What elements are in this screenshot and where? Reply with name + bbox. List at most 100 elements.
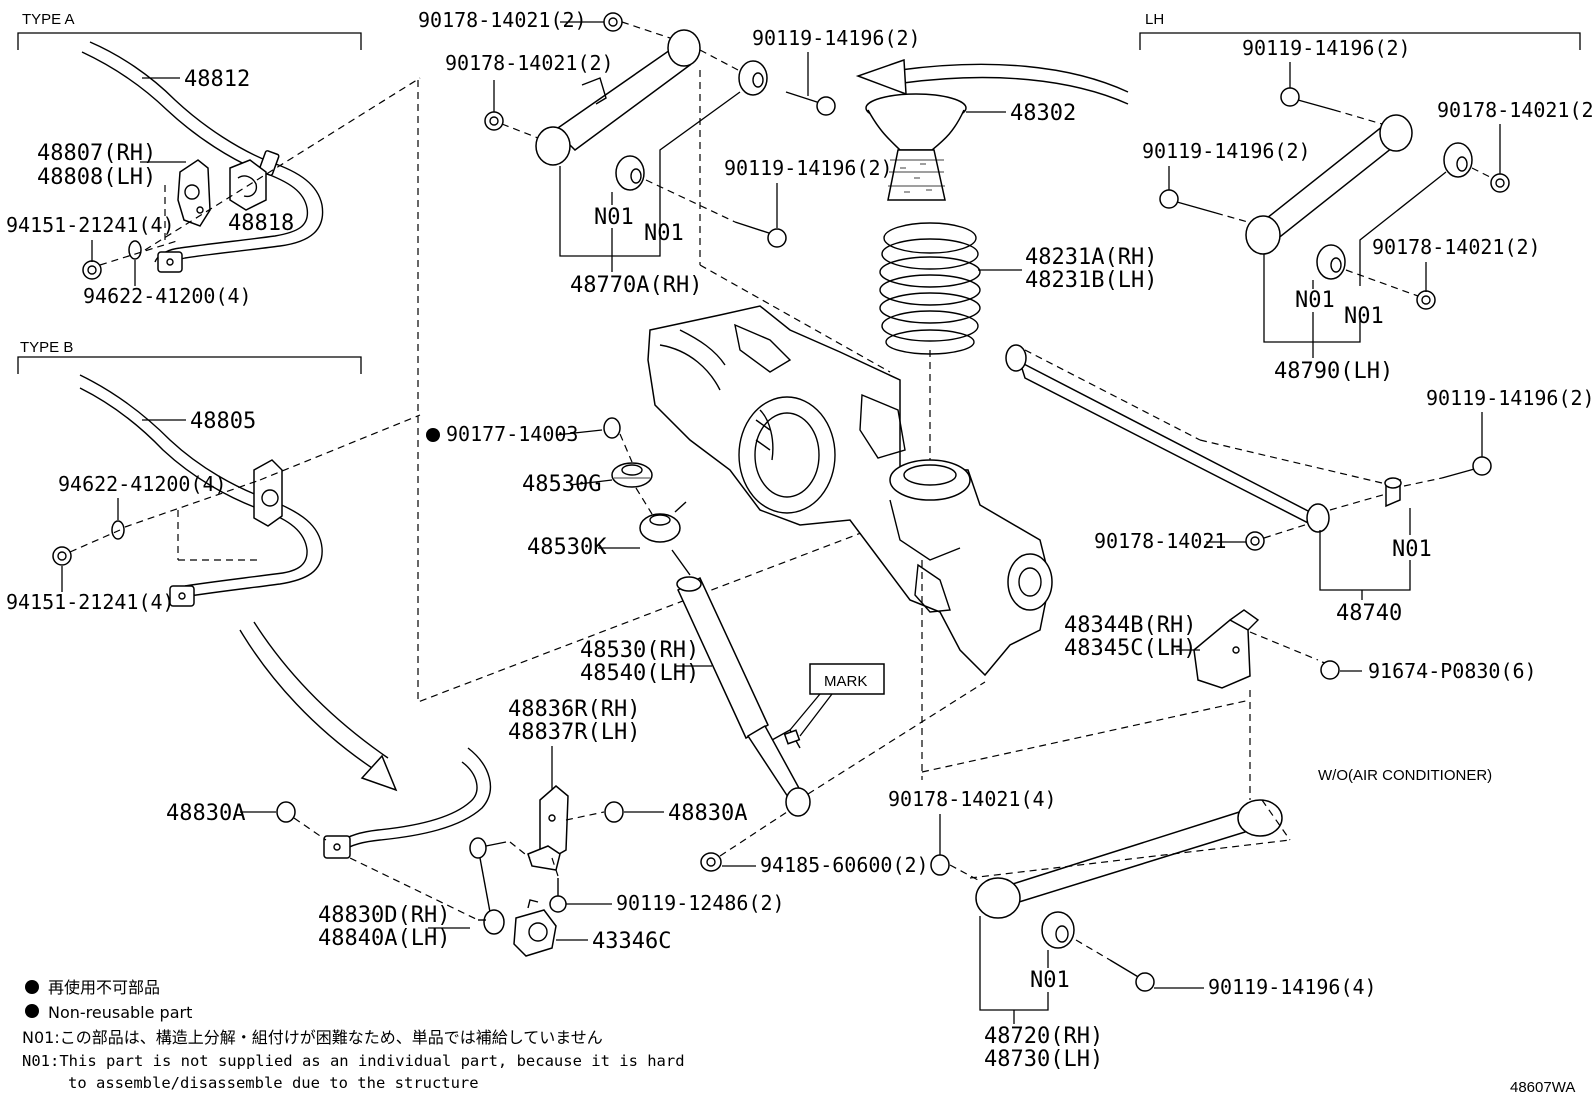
label-48770: 48770A(RH) [570, 273, 702, 298]
leader-dash [645, 179, 736, 223]
assembly-dash-box [417, 80, 883, 703]
section-type-b-label: TYPE B [20, 339, 73, 356]
label-90119-top: 90119-14196(2) [752, 26, 921, 50]
nut-48830a-left [276, 801, 296, 823]
washer-94622-type-b [111, 520, 125, 540]
bushing-48720 [1041, 911, 1075, 949]
leader-dash [293, 817, 327, 841]
non-reusable-marker-90177 [426, 428, 440, 442]
leader-dash [1345, 269, 1419, 297]
label-n01-upper-b: N01 [644, 221, 684, 246]
label-48807: 48807(RH) [37, 141, 156, 166]
bracket-48720 [979, 916, 1049, 1011]
label-48302: 48302 [1010, 101, 1076, 126]
label-90119-r: 90119-14196(2) [1426, 386, 1592, 410]
bolt-upper-arm-1 [785, 91, 836, 116]
leader-dash [69, 529, 121, 553]
label-48812: 48812 [184, 67, 250, 92]
leader-dash [1024, 349, 1201, 441]
lateral-control-rod-48740 [1005, 344, 1330, 533]
nut-48740 [1245, 531, 1265, 551]
leader-dash [719, 809, 791, 857]
stabilizer-link-48830d [469, 837, 507, 935]
leader-dash [144, 77, 421, 251]
bushing-upper-arm-lh-2 [1316, 244, 1346, 280]
leader-dash [259, 414, 421, 481]
label-90178-top-2: 90178-14021(2) [445, 51, 614, 75]
leader-line [555, 429, 603, 436]
bracket-48740 [1319, 530, 1411, 591]
lower-control-arm-48720 [975, 799, 1283, 919]
label-48808: 48808(LH) [37, 165, 156, 190]
label-90178-lh-1: 90178-14021(2) [1437, 98, 1592, 122]
bolt-48740 [1441, 456, 1492, 479]
bushing-48740 [1384, 477, 1402, 508]
leader-dash [1263, 523, 1309, 539]
mark-callout [789, 663, 885, 737]
arrow-to-upper-arm [855, 58, 1129, 105]
label-90178-r: 90178-14021 [1094, 529, 1226, 553]
note-jp-nonreusable: 再使用不可部品 [48, 978, 160, 997]
leader-dash [501, 123, 539, 139]
stabilizer-bracket-type-b [253, 459, 283, 527]
nut-48830a-right [604, 801, 624, 823]
label-48345: 48345C(LH) [1064, 636, 1196, 661]
leader-dash [1403, 477, 1443, 487]
label-n01-lh-2: N01 [1344, 304, 1384, 329]
leader-dash [565, 811, 605, 821]
label-48720: 48720(RH) [984, 1024, 1103, 1049]
label-48530g: 48530G [522, 472, 601, 497]
stabilizer-bracket-type-a [177, 159, 211, 227]
note-en-n01-line2: to assemble/disassemble due to the struc… [68, 1074, 479, 1092]
leader-dash [635, 487, 653, 515]
label-48837: 48837R(LH) [508, 720, 640, 745]
label-90119-mid: 90119-14196(2) [724, 156, 893, 180]
label-48818: 48818 [228, 211, 294, 236]
bracket-48770 [559, 91, 741, 257]
bolt-upper-arm-lh-2 [1159, 189, 1217, 214]
label-48231b: 48231B(LH) [1025, 268, 1157, 293]
label-94151-type-b: 94151-21241(4) [6, 590, 175, 614]
bracket-48344 [1193, 609, 1260, 689]
note-jp-n01: N01:この部品は、構造上分解・組付けが困難なため、単品では補給していません [22, 1028, 603, 1047]
label-48730: 48730(LH) [984, 1047, 1103, 1072]
leader-dash [1333, 109, 1383, 125]
leader-dash [619, 433, 633, 463]
bushing-upper-arm-lh-1 [1443, 142, 1473, 178]
figure-id: 48607WA [1510, 1079, 1575, 1096]
label-90178-lh-2: 90178-14021(2) [1372, 235, 1541, 259]
cushion-48530g [611, 462, 653, 488]
cushion-48530k [639, 501, 687, 543]
label-90119-12486: 90119-12486(2) [616, 891, 785, 915]
leader-dash [621, 21, 671, 39]
leader-dash [921, 699, 1251, 773]
leader-dash [699, 49, 739, 71]
note-en-nonreusable: Non-reusable part [48, 1003, 192, 1022]
label-48231a: 48231A(RH) [1025, 245, 1157, 270]
mark-label: MARK [824, 673, 867, 690]
upper-control-arm-lh [1245, 114, 1413, 255]
label-n01-bottom: N01 [1030, 968, 1070, 993]
section-type-a-label: TYPE A [22, 11, 75, 28]
type-a-bracket [17, 32, 362, 50]
bolt-91674 [1320, 660, 1340, 680]
bolt-90119-12486 [549, 878, 567, 913]
label-48805: 48805 [190, 409, 256, 434]
label-94185: 94185-60600(2) [760, 853, 929, 877]
bracket-48790 [1263, 254, 1361, 343]
leader-dash [1215, 212, 1249, 223]
label-48344: 48344B(RH) [1064, 613, 1196, 638]
leader-dash [1075, 939, 1111, 961]
sensor-43346c [513, 899, 557, 957]
label-90178-b: 90178-14021(4) [888, 787, 1057, 811]
upper-control-arm-rh [535, 29, 701, 166]
label-48530k: 48530K [527, 535, 607, 560]
label-48836: 48836R(RH) [508, 697, 640, 722]
bracket-48790-right [1359, 171, 1447, 286]
label-wo-air-conditioner: W/O(AIR CONDITIONER) [1318, 767, 1492, 784]
leader-dash [699, 264, 891, 373]
label-91674: 91674-P0830(6) [1368, 659, 1537, 683]
nut-94151-type-b [52, 546, 72, 566]
nut-94151-type-a [82, 260, 102, 280]
